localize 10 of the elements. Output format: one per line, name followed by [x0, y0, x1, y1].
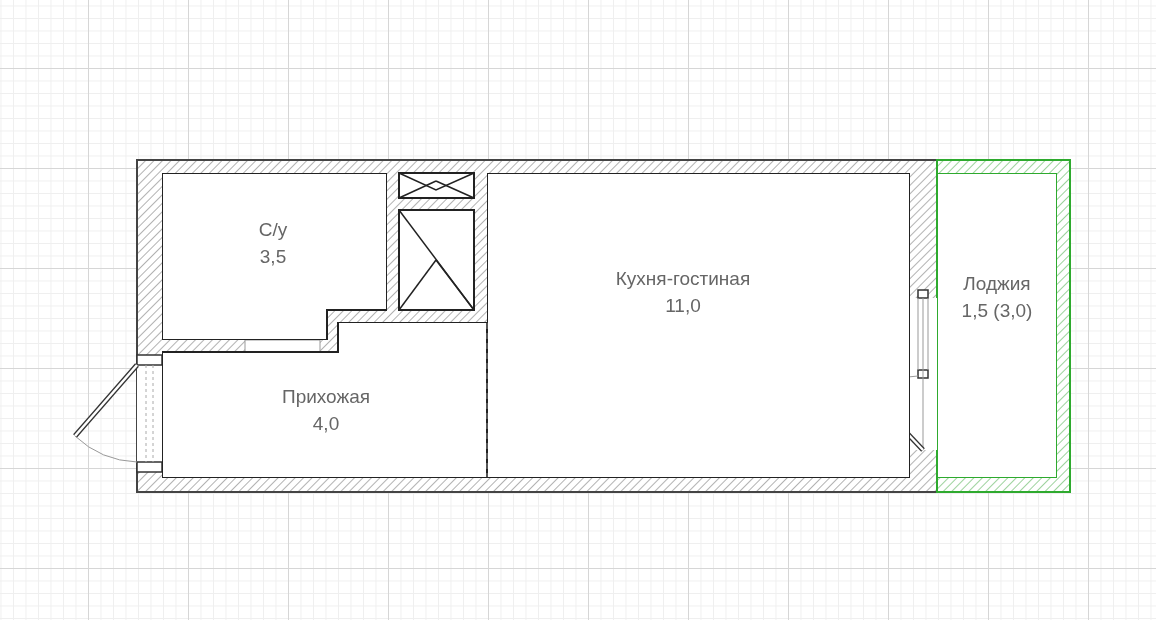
- room-area: 4,0: [282, 410, 370, 437]
- room-name: С/у: [258, 218, 288, 242]
- room-floor: [162, 322, 487, 478]
- room-floor: [162, 173, 387, 340]
- room-area: 11,0: [615, 292, 751, 319]
- room-name: Кухня-гостиная: [615, 267, 751, 291]
- room-area: 3,5: [258, 243, 288, 270]
- room-name: Прихожая: [282, 385, 370, 409]
- room-name: Лоджия: [962, 272, 1032, 296]
- room-area: 1,5 (3,0): [961, 297, 1033, 324]
